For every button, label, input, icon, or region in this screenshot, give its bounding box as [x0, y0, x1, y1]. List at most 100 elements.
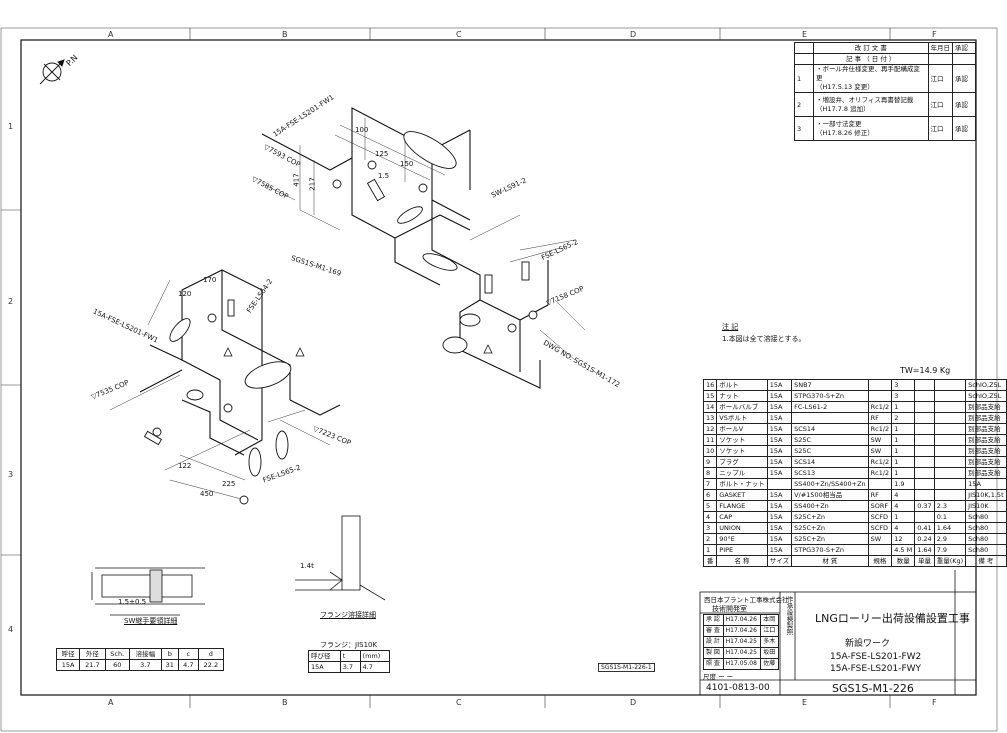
sw-joint-detail [91, 567, 205, 616]
drawing-name: 新設ワーク [845, 639, 891, 649]
bom-cell-qty: 3 [891, 379, 916, 391]
bom-cell-mat: S25C+Zn [791, 511, 869, 523]
bom-cell-no: 2 [702, 533, 718, 545]
bom-cell-w1 [914, 511, 935, 523]
bom-cell-name: ボールバルブ [716, 401, 768, 413]
dim-1-5: 1.5 [378, 172, 390, 180]
flange-spec: フランジ：JIS10K [320, 641, 378, 649]
dim-100: 100 [355, 126, 369, 134]
zone-ticks [1, 28, 891, 708]
flange-weld-detail [295, 515, 386, 601]
bom-cell-note: 別部品支給 [965, 467, 1007, 479]
bom-cell-name: FLANGE [716, 500, 768, 512]
dim-217: 217 [308, 177, 317, 191]
bom-cell-size: 15A [766, 467, 793, 479]
revision-triangles [223, 344, 493, 357]
total-weight: TW=14.9 Kg [900, 366, 951, 375]
bom-cell-qty: 1 [891, 434, 916, 446]
bom-cell-w1 [914, 489, 935, 501]
bom-footer-cell: 名 称 [716, 555, 768, 567]
bom-cell-size: 15A [766, 445, 793, 457]
sw-caption: SW継手要領詳細 [124, 617, 178, 625]
bom-cell-std [867, 390, 893, 402]
bom-cell-w1 [914, 478, 935, 490]
bom-cell-qty: 12 [891, 533, 916, 545]
bom-cell-w1 [914, 434, 935, 446]
bom-cell-note: Sch80 [965, 522, 1007, 534]
sign-name: 佐藤 [760, 658, 779, 670]
zone-b: B [282, 30, 288, 39]
title-block-frame [699, 570, 977, 696]
north-arrow-icon [39, 59, 65, 85]
bom-cell-w2 [933, 390, 967, 402]
bom-cell-note: JIS10K [965, 500, 1007, 512]
iso-piping-upper [261, 107, 549, 389]
sign-role: 照 査 [703, 658, 724, 670]
sw-gap-dim: 1.5±0.5 [118, 598, 147, 606]
bom-cell-no: 16 [702, 379, 718, 391]
sw-cell: 3.7 [128, 659, 162, 671]
zone-f-bottom: F [932, 698, 937, 707]
zone-e-bottom: E [802, 698, 808, 707]
bom-footer-cell: 規格 [867, 555, 893, 567]
bom-cell-mat: FC-LS61-2 [791, 401, 869, 413]
sign-date: H17.04.26 [722, 614, 762, 626]
zone-a-bottom: A [108, 698, 114, 707]
bom-cell-w2: 2.9 [933, 533, 967, 545]
bom-cell-size: 15A [766, 500, 793, 512]
bom-cell-std: Rc1/2 [867, 401, 893, 413]
dim-120: 120 [178, 290, 192, 298]
bom-cell-qty: 3 [891, 390, 916, 402]
flange-caption: フランジ溶接詳細 [320, 611, 376, 619]
iso-piping-lower [139, 269, 341, 456]
sw-cell: b [160, 648, 179, 660]
dim-170: 170 [203, 276, 217, 284]
bom-footer-cell: 材 質 [791, 555, 869, 567]
bom-cell-mat: V/#1500相当品 [791, 489, 869, 501]
valve-symbols-upper [332, 131, 538, 354]
bom-footer-cell: 数量 [891, 555, 916, 567]
bom-cell-size: 15A [766, 456, 793, 468]
bom-cell-std: RF [867, 489, 893, 501]
bom-cell-name: ナット [716, 390, 768, 402]
dim-225: 225 [222, 480, 236, 488]
zone-d-bottom: D [630, 698, 637, 707]
rev-head-mark [794, 42, 814, 54]
zone-a: A [108, 30, 114, 39]
bom-cell-no: 4 [702, 511, 718, 523]
bom-cell-size: 15A [766, 379, 793, 391]
bom-cell-std: Rc1/2 [867, 423, 893, 435]
dim-125: 125 [375, 150, 389, 158]
sign-name: 江口 [760, 625, 779, 637]
bom-cell-size [766, 478, 793, 490]
sign-date: H17.04.26 [722, 625, 762, 637]
bom-cell-qty: 1 [891, 445, 916, 457]
bom-cell-note: 別部品支給 [965, 401, 1007, 413]
bom-cell-no: 3 [702, 522, 718, 534]
sign-date: H17.04.25 [722, 647, 762, 659]
bom-cell-w2 [933, 478, 967, 490]
bom-footer-cell: 単量 [914, 555, 935, 567]
rev-sub-header: 記 事 （ 日 付 ） [813, 53, 929, 65]
bom-cell-w2 [933, 445, 967, 457]
sign-name: 多木 [760, 636, 779, 648]
bom-cell-std [867, 544, 893, 556]
sign-name: 坂田 [760, 647, 779, 659]
role-column: 作承設検製照 [785, 596, 793, 635]
bom-cell-no: 14 [702, 401, 718, 413]
bom-cell-mat: STPG370-S+Zn [791, 544, 869, 556]
bom-cell-qty: 1 [891, 401, 916, 413]
bom-cell-note: 別部品支給 [965, 434, 1007, 446]
bom-cell-note: 15A [965, 478, 1007, 490]
dimension-lines-lower [109, 279, 331, 501]
sign-role: 設 計 [703, 636, 724, 648]
